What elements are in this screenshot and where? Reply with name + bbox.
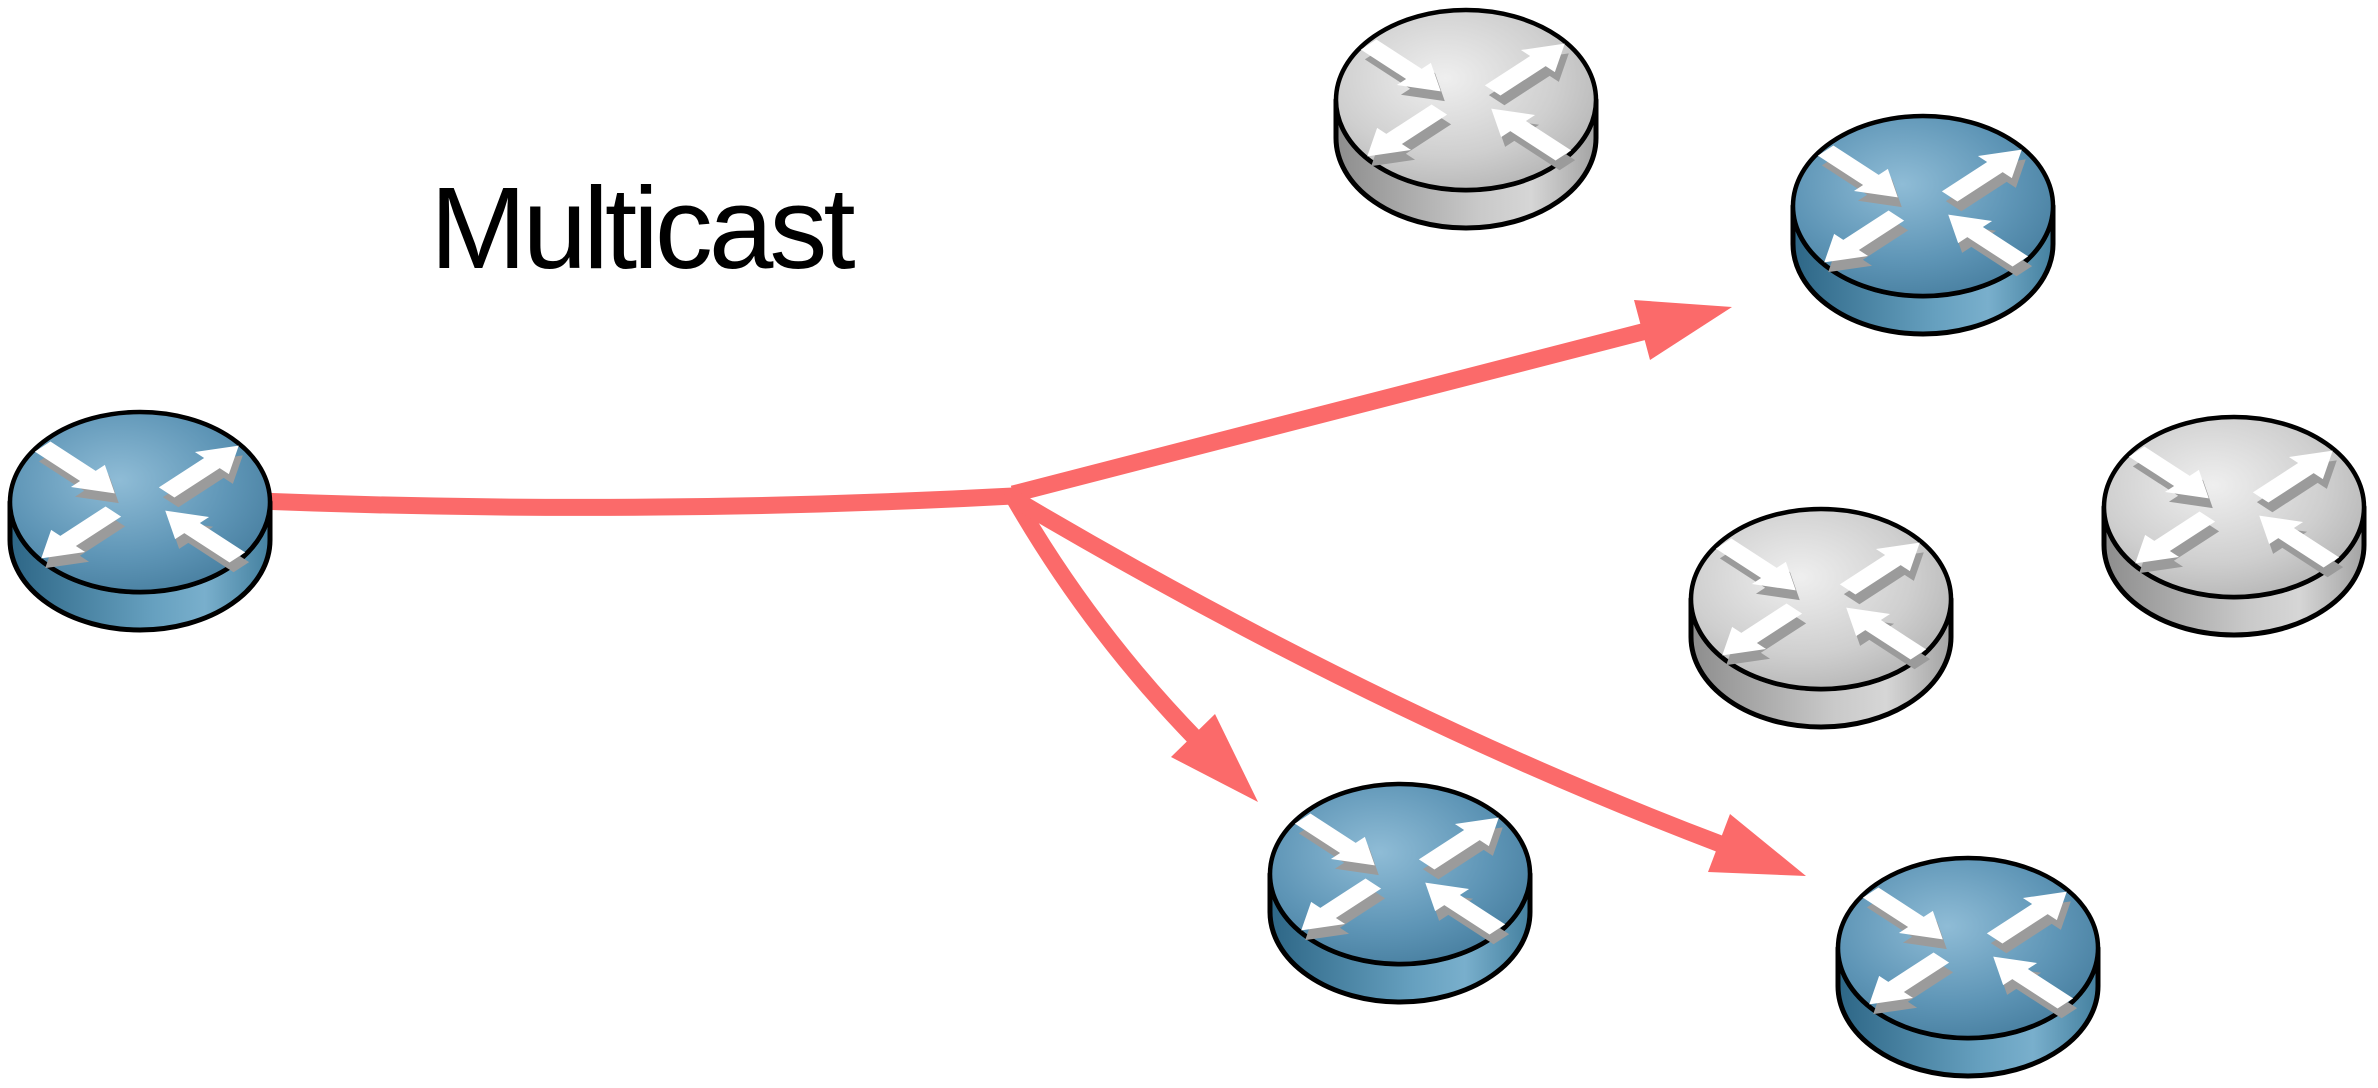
diagram-title: Multicast bbox=[430, 163, 856, 293]
flow-to-bottom-middle bbox=[1006, 493, 1204, 746]
flow-to-top-right-arrowhead bbox=[1634, 300, 1732, 360]
flow-trunk bbox=[257, 487, 1014, 516]
flow-to-bottom-right bbox=[1011, 492, 1727, 853]
router-middle-gray-icon bbox=[1688, 506, 1954, 730]
flow-to-bottom-middle-arrowhead bbox=[1171, 714, 1258, 802]
router-bottom-middle-blue-icon bbox=[1267, 781, 1533, 1005]
flow-junction bbox=[1004, 488, 1022, 506]
router-right-gray-icon bbox=[2101, 414, 2367, 638]
flow-to-bottom-right-arrowhead bbox=[1708, 814, 1806, 876]
router-top-right-blue-icon bbox=[1790, 113, 2056, 337]
source-router-blue-icon bbox=[7, 409, 273, 633]
router-bottom-right-blue-icon bbox=[1835, 855, 2101, 1079]
flow-to-top-right bbox=[1010, 321, 1653, 503]
router-top-gray-icon bbox=[1333, 7, 1599, 231]
